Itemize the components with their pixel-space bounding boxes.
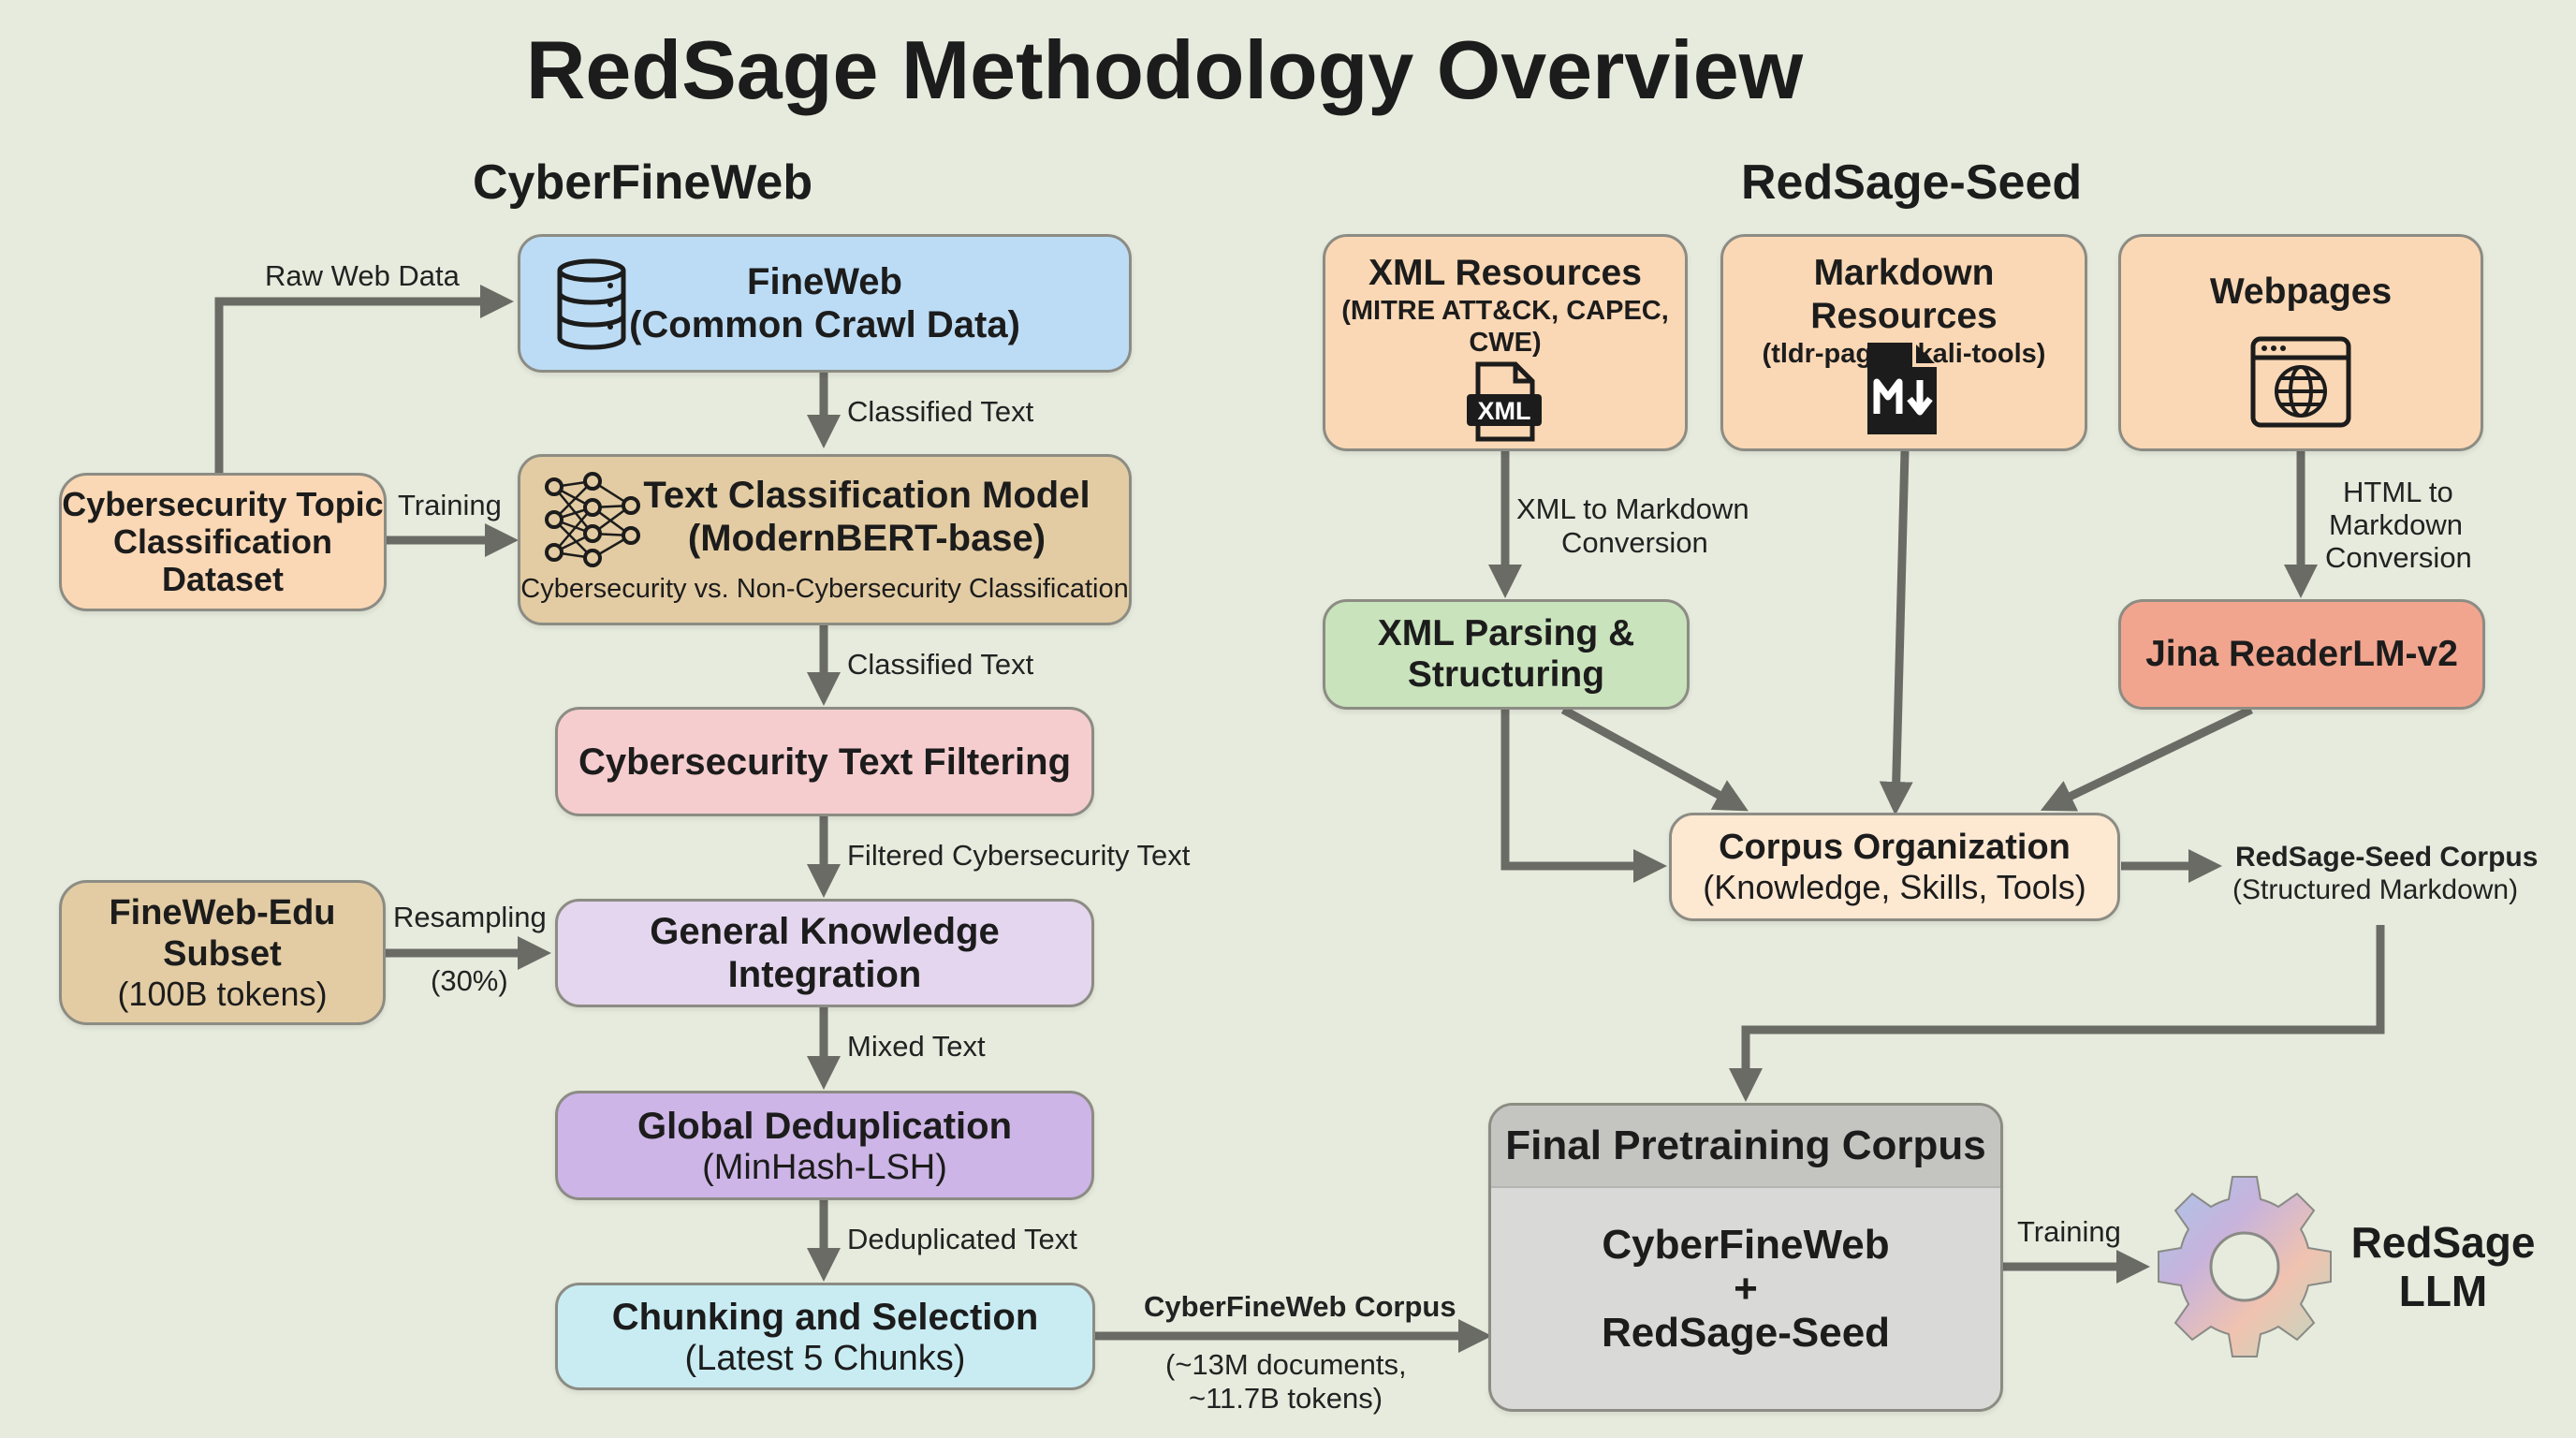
final-corpus-line2: + [1734,1266,1758,1312]
final-corpus-box: Final Pretraining Corpus CyberFineWeb + … [1488,1103,2003,1412]
webpages-title: Webpages [2209,271,2393,312]
xml-file-icon: XML [1467,361,1542,442]
fineweb-edu-line3: (100B tokens) [117,974,328,1013]
label-html-to-md-1: HTML to [2343,476,2453,508]
classifier-box: Text Classification Model (ModernBERT-ba… [518,454,1132,625]
page-title: RedSage Methodology Overview [525,23,1804,116]
database-icon [557,258,626,350]
xml-resources-line1: (MITRE ATT&CK, CAPEC, [1341,296,1669,326]
arrow-parsing-to-corpus-diag [1560,706,1749,812]
label-html-to-md-3: Conversion [2325,541,2472,574]
label-classified-text-1: Classified Text [847,395,1034,428]
xml-parsing-line1: XML Parsing & [1377,613,1635,653]
arrow-seed-to-final [1729,925,2385,1102]
topic-dataset-line3: Dataset [161,560,285,598]
llm-line1: RedSage [2350,1218,2536,1267]
fineweb-edu-line1: FineWeb-Edu [109,892,336,932]
dedup-box: Global Deduplication (MinHash-LSH) [555,1091,1094,1200]
label-cfw-stats-1: (~13M documents, [1165,1348,1407,1381]
xml-parsing-box: XML Parsing & Structuring [1323,599,1690,710]
topic-dataset-line2: Classification [112,522,333,561]
arrow-markdown-to-corpus [1879,450,1913,815]
label-resampling-pct: (30%) [431,964,508,997]
markdown-file-icon [1867,343,1937,434]
xml-parsing-line2: Structuring [1407,654,1605,695]
corpus-organization-subtitle: (Knowledge, Skills, Tools) [1703,868,2086,906]
xml-resources-line2: CWE) [1469,328,1542,358]
final-corpus-line3: RedSage-Seed [1601,1310,1891,1356]
general-knowledge-box: General Knowledge Integration [555,899,1094,1007]
label-cfw-corpus: CyberFineWeb Corpus [1144,1290,1456,1323]
neural-network-icon [545,472,640,567]
general-knowledge-line1: General Knowledge [650,911,1000,952]
final-corpus-header: Final Pretraining Corpus [1505,1123,1986,1168]
topic-dataset-line1: Cybersecurity Topic [62,485,384,523]
label-xml-to-md-2: Conversion [1561,526,1708,559]
fineweb-edu-box: FineWeb-Edu Subset (100B tokens) [59,880,386,1025]
filtering-box: Cybersecurity Text Filtering [555,707,1094,816]
arrow-jina-to-corpus [2040,705,2253,812]
label-xml-to-md-1: XML to Markdown [1516,492,1749,525]
classifier-note: Cybersecurity vs. Non-Cybersecurity Clas… [520,574,1129,604]
fineweb-subtitle: (Common Crawl Data) [629,304,1020,345]
browser-globe-icon [2250,336,2351,428]
arrow-raw-web-data [214,285,514,473]
fineweb-edu-line2: Subset [163,933,282,974]
gear-icon [2158,1176,2332,1357]
classifier-subtitle: (ModernBERT-base) [687,518,1046,559]
final-corpus-content: CyberFineWeb + RedSage-Seed [1602,1188,1890,1409]
label-cfw-stats-2: ~11.7B tokens) [1189,1382,1383,1415]
arrow-parsing-to-corpus-elbow [1500,710,1667,883]
dedup-title: Global Deduplication [637,1105,1013,1147]
filtering-title: Cybersecurity Text Filtering [578,741,1072,783]
label-training-2: Training [2017,1215,2121,1248]
general-knowledge-line2: Integration [727,954,922,995]
chunking-subtitle: (Latest 5 Chunks) [684,1338,966,1378]
classifier-title: Text Classification Model [643,475,1090,516]
markdown-resources-title: Markdown Resources [1810,253,1998,336]
label-deduplicated-text: Deduplicated Text [847,1223,1077,1255]
label-seed-corpus: RedSage-Seed Corpus [2235,842,2539,873]
chunking-box: Chunking and Selection (Latest 5 Chunks) [555,1283,1095,1390]
topic-dataset-box: Cybersecurity Topic Classification Datas… [59,473,387,611]
label-classified-text-2: Classified Text [847,648,1034,681]
label-html-to-md-2: Markdown [2329,508,2463,541]
final-corpus-line1: CyberFineWeb [1602,1222,1890,1268]
label-seed-corpus-sub: (Structured Markdown) [2232,874,2519,905]
llm-label: RedSage LLM [2345,1215,2541,1318]
corpus-organization-box: Corpus Organization (Knowledge, Skills, … [1669,813,2120,921]
jina-box: Jina ReaderLM-v2 [2118,599,2485,710]
chunking-title: Chunking and Selection [611,1296,1039,1338]
label-filtered-text: Filtered Cybersecurity Text [847,839,1191,872]
label-raw-web-data: Raw Web Data [265,259,460,292]
corpus-organization-title: Corpus Organization [1719,828,2071,867]
svg-text:XML: XML [1478,397,1531,425]
llm-line2: LLM [2398,1267,2488,1315]
dedup-subtitle: (MinHash-LSH) [702,1147,947,1187]
label-mixed-text: Mixed Text [847,1030,986,1063]
fineweb-title: FineWeb [747,261,902,302]
xml-resources-title: XML Resources [1368,253,1642,293]
fineweb-box: FineWeb (Common Crawl Data) [518,234,1132,373]
label-resampling: Resampling [393,901,547,933]
label-training-1: Training [398,489,502,521]
final-corpus-header-bar: Final Pretraining Corpus [1491,1106,2000,1188]
jina-title: Jina ReaderLM-v2 [2145,634,2458,674]
section-title-redsage-seed: RedSage-Seed [1741,155,2083,210]
section-title-cyberfineweb: CyberFineWeb [473,155,813,210]
